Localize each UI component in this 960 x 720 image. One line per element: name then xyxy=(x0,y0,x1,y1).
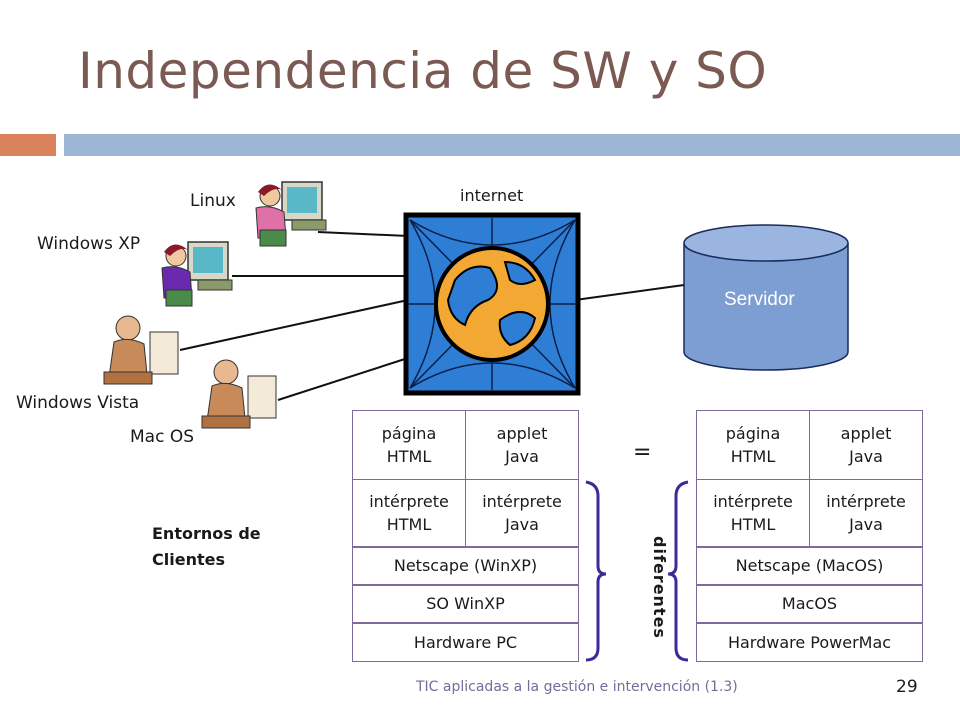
slide-footer: TIC aplicadas a la gestión e intervenció… xyxy=(416,679,738,695)
left-stack-hardware: Hardware PC xyxy=(352,623,579,662)
bracket-right-icon xyxy=(667,480,689,662)
right-stack-browser: Netscape (MacOS) xyxy=(696,547,923,585)
businessman-computer-icon xyxy=(103,315,179,385)
right-stack-pagina-html: página HTML xyxy=(696,410,810,480)
internet-label: internet xyxy=(460,186,524,205)
client-label-vista: Windows Vista xyxy=(16,393,140,413)
left-stack-pagina-html: página HTML xyxy=(352,410,466,480)
equals-sign: = xyxy=(633,440,652,465)
server-label: Servidor xyxy=(724,289,795,310)
accent-bar-blue xyxy=(64,134,960,156)
right-stack-hardware: Hardware PowerMac xyxy=(696,623,923,662)
right-stack-interprete-html: intérprete HTML xyxy=(696,479,810,547)
left-stack-os: SO WinXP xyxy=(352,585,579,623)
right-stack-interprete-java: intérprete Java xyxy=(809,479,923,547)
entornos-clientes-label: Entornos de Clientes xyxy=(152,524,261,569)
connection-line-macos xyxy=(277,357,409,401)
client-label-linux: Linux xyxy=(190,191,236,211)
businessman-computer-icon xyxy=(201,359,277,429)
bracket-left-icon xyxy=(585,480,607,662)
accent-bar-orange xyxy=(0,134,56,156)
client-label-macos: Mac OS xyxy=(130,427,195,447)
globe-icon xyxy=(403,212,581,396)
page-number: 29 xyxy=(896,677,918,697)
person-computer-icon xyxy=(255,181,327,247)
connection-line-server xyxy=(574,284,685,301)
left-stack-applet-java: applet Java xyxy=(465,410,579,480)
client-label-winxp: Windows XP xyxy=(37,234,141,254)
database-cylinder-icon xyxy=(683,224,849,371)
right-stack-applet-java: applet Java xyxy=(809,410,923,480)
left-stack-browser: Netscape (WinXP) xyxy=(352,547,579,585)
right-stack-os: MacOS xyxy=(696,585,923,623)
slide-title: Independencia de SW y SO xyxy=(78,42,768,100)
left-stack-interprete-html: intérprete HTML xyxy=(352,479,466,547)
person-computer-icon xyxy=(161,241,233,307)
connection-line-linux xyxy=(317,231,409,237)
connection-line-vista xyxy=(179,299,409,351)
diferentes-label: diferentes xyxy=(649,536,669,639)
left-stack-interprete-java: intérprete Java xyxy=(465,479,579,547)
